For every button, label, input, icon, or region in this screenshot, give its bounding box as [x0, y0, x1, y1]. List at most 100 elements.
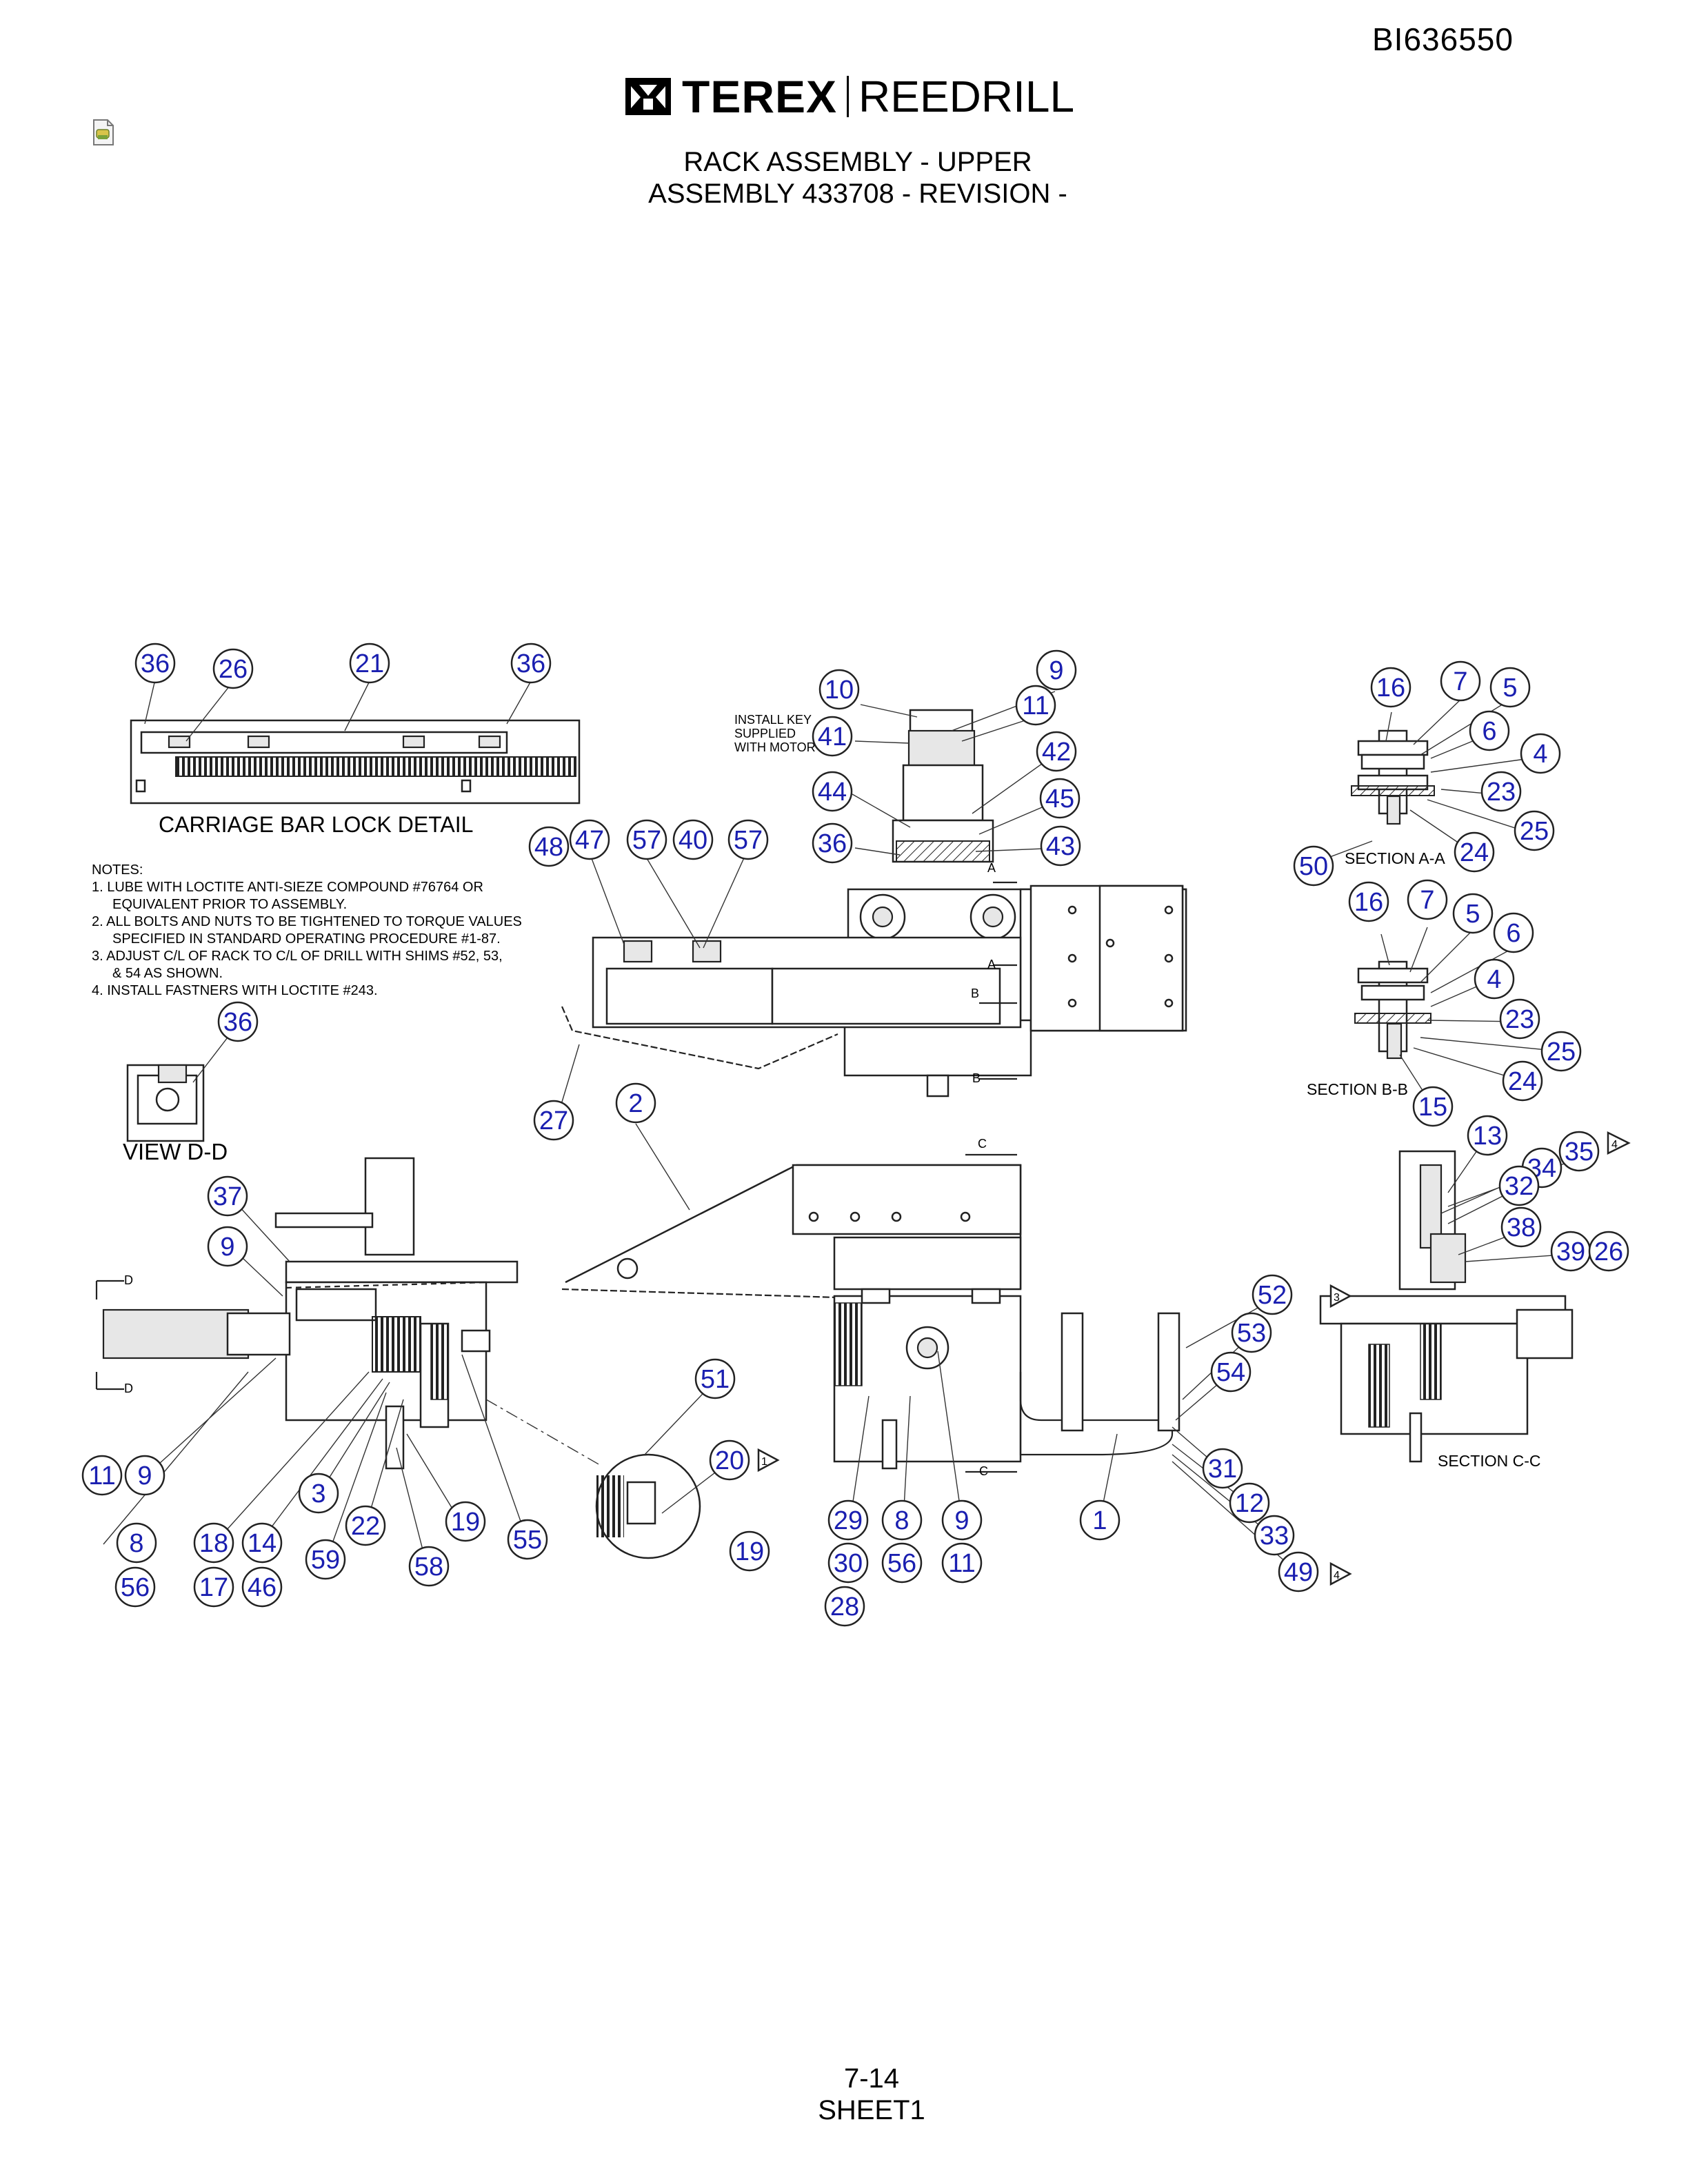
balloon-circle	[1039, 778, 1081, 819]
balloon-number: 3	[311, 1479, 325, 1508]
item-balloon: 4	[1520, 733, 1561, 774]
balloon-number: 55	[513, 1526, 542, 1555]
item-balloon: 40	[672, 819, 714, 860]
item-balloon: 35	[1558, 1131, 1600, 1172]
item-balloon: 16	[1370, 667, 1411, 708]
note-3-line-2: & 54 AS SHOWN.	[112, 966, 223, 981]
attachment-file-icon[interactable]	[92, 119, 115, 146]
item-balloon: 36	[812, 822, 853, 864]
balloon-circle	[1540, 1031, 1582, 1072]
balloon-number: 2	[628, 1089, 643, 1118]
balloon-number: 7	[1420, 886, 1434, 915]
item-balloon: 24	[1502, 1060, 1543, 1102]
install-key-note-3: WITH MOTOR	[734, 740, 816, 754]
balloon-number: 51	[701, 1365, 730, 1394]
item-balloon: 38	[1500, 1206, 1542, 1248]
item-balloon: 2	[615, 1082, 656, 1124]
balloon-circle	[1202, 1448, 1243, 1489]
balloon-circle	[812, 771, 853, 812]
page-footer: 7-14 SHEET1	[0, 2063, 1688, 2126]
balloon-number: 4	[1487, 965, 1501, 994]
balloon-circle	[694, 1358, 736, 1399]
balloon-number: 56	[887, 1549, 916, 1578]
balloon-number: 9	[954, 1506, 969, 1535]
balloon-circle	[1514, 810, 1555, 851]
balloon-circle	[345, 1505, 386, 1546]
item-balloon: 14	[241, 1522, 283, 1564]
item-balloon: 20	[709, 1439, 750, 1481]
balloon-circle	[445, 1501, 486, 1542]
item-balloon: 9	[207, 1226, 248, 1267]
balloon-circle	[528, 826, 570, 867]
balloon-number: 37	[213, 1182, 242, 1211]
balloon-number: 49	[1284, 1558, 1313, 1587]
balloon-number: 11	[1022, 691, 1049, 720]
balloon-number: 13	[1473, 1122, 1502, 1151]
balloon-circle	[116, 1522, 157, 1564]
item-balloon: 53	[1231, 1312, 1272, 1353]
balloon-circle	[1498, 1165, 1540, 1206]
balloon-number: 14	[248, 1529, 277, 1558]
sheet-label: SHEET1	[818, 2095, 925, 2125]
item-balloon: 23	[1499, 998, 1540, 1040]
balloon-number: 32	[1505, 1172, 1534, 1201]
balloon-number: 29	[834, 1506, 863, 1535]
balloon-number: 44	[818, 778, 847, 807]
balloon-number: 39	[1556, 1237, 1585, 1266]
item-balloon: 4	[1474, 958, 1515, 1000]
balloon-number: 31	[1208, 1455, 1237, 1484]
balloon-number: 42	[1042, 738, 1071, 767]
item-balloon: 9	[1036, 649, 1077, 691]
balloon-number: 56	[121, 1573, 150, 1602]
balloon-circle	[1348, 881, 1389, 922]
item-balloon: 57	[626, 819, 667, 860]
balloon-number: 57	[632, 826, 661, 855]
item-balloon: 33	[1254, 1515, 1295, 1556]
item-balloon: 59	[305, 1539, 346, 1580]
note-2-line-1: 2. ALL BOLTS AND NUTS TO BE TIGHTENED TO…	[92, 914, 522, 929]
balloon-circle	[1474, 958, 1515, 1000]
balloon-circle	[134, 643, 176, 684]
balloon-circle	[193, 1566, 234, 1608]
item-balloon: 13	[1467, 1115, 1508, 1156]
balloon-circle	[1231, 1312, 1272, 1353]
item-balloon: 9	[124, 1455, 165, 1496]
balloon-number: 21	[355, 649, 384, 678]
balloon-number: 24	[1508, 1067, 1537, 1096]
balloon-circle	[881, 1542, 923, 1584]
balloon-circle	[1412, 1086, 1454, 1127]
brand-product: REEDRILL	[858, 72, 1075, 121]
balloon-number: 47	[575, 826, 604, 855]
terex-logo-icon	[625, 78, 671, 115]
balloon-circle	[727, 819, 769, 860]
balloon-number: 27	[539, 1106, 568, 1135]
balloon-number: 58	[414, 1553, 443, 1581]
balloon-number: 50	[1299, 852, 1328, 881]
item-balloon: 54	[1210, 1351, 1252, 1393]
balloon-number: 36	[141, 649, 170, 678]
balloon-circle	[1480, 771, 1522, 812]
balloon-number: 26	[1594, 1237, 1623, 1266]
balloon-circle	[298, 1473, 339, 1514]
item-balloon: 15	[1412, 1086, 1454, 1127]
balloon-circle	[1469, 710, 1510, 751]
item-balloon: 37	[207, 1175, 248, 1217]
balloon-number: 16	[1354, 888, 1383, 917]
balloon-number: 19	[451, 1508, 480, 1537]
item-balloon: 18	[193, 1522, 234, 1564]
balloon-number: 26	[219, 655, 248, 684]
view-dd-caption: VIEW D-D	[123, 1139, 228, 1164]
balloon-number: 33	[1260, 1521, 1289, 1550]
balloon-circle	[1588, 1231, 1629, 1272]
balloon-circle	[533, 1100, 574, 1141]
item-balloon: 1	[1079, 1499, 1121, 1541]
view-dd-detail	[126, 1064, 205, 1142]
balloon-circle	[1252, 1274, 1293, 1315]
cut-mark-a-top: A	[987, 861, 996, 875]
item-balloon: 19	[729, 1530, 770, 1572]
balloon-circle	[1293, 845, 1334, 887]
cut-mark-b-top: B	[971, 987, 979, 1000]
balloon-number: 10	[825, 676, 854, 705]
item-balloon: 10	[818, 669, 860, 710]
balloon-number: 23	[1487, 778, 1516, 807]
